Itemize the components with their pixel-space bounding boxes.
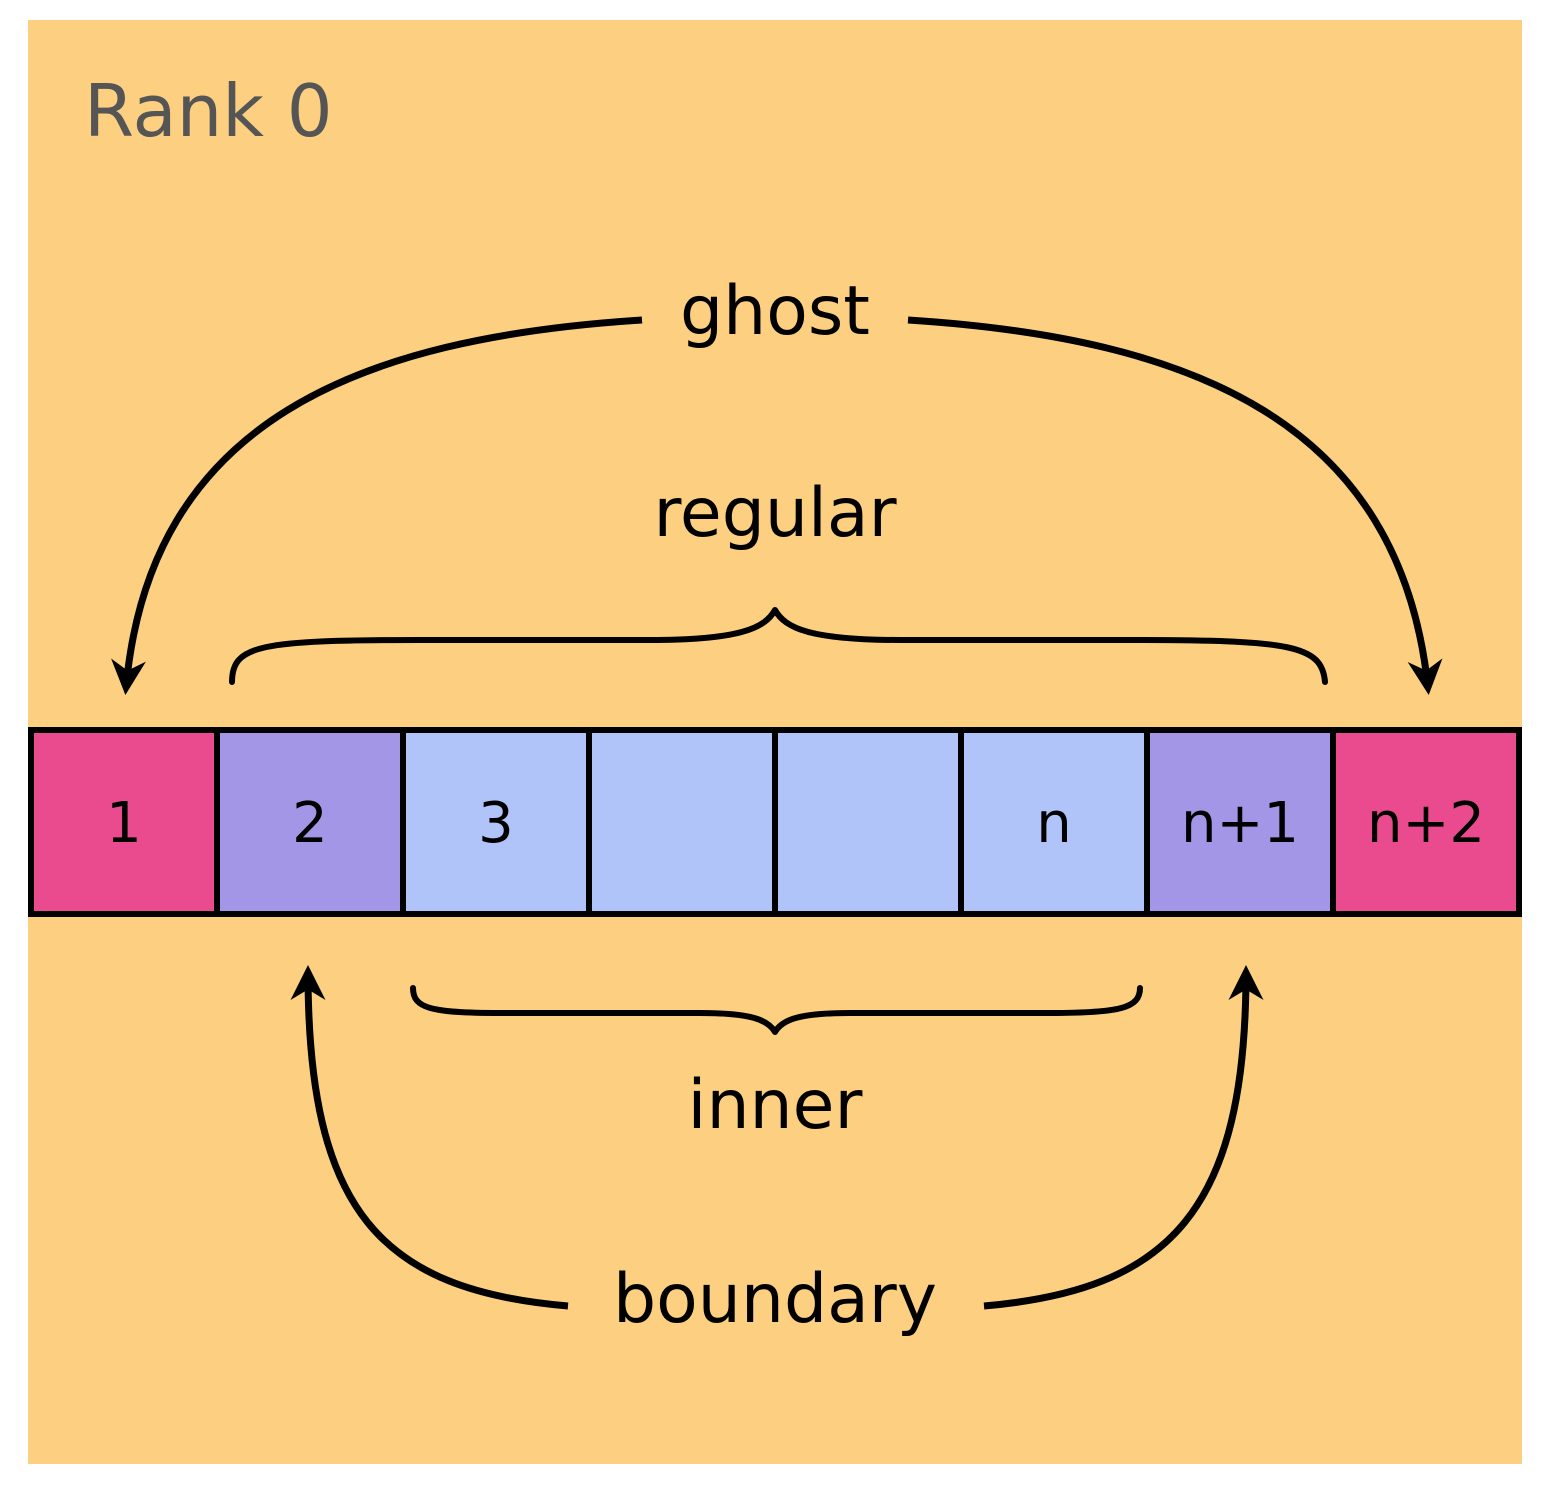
inner-label: inner	[688, 1066, 863, 1145]
boundary-label: boundary	[613, 1260, 937, 1339]
ghost-label: ghost	[680, 272, 870, 351]
boundary-cell	[1144, 727, 1336, 917]
cell-label: 3	[478, 791, 514, 856]
ghost-arrow-right	[907, 316, 1443, 695]
cell-label: 2	[292, 791, 328, 856]
rank-label: Rank 0	[84, 69, 333, 153]
cell-strip: 1 2 3 n n+1 n+2	[28, 727, 1522, 917]
regular-label: regular	[653, 474, 896, 553]
inner-cell	[958, 727, 1150, 917]
inner-cell	[586, 727, 778, 917]
boundary-arrow-right	[983, 965, 1264, 1310]
inner-cell	[772, 727, 964, 917]
cell-label: n	[1036, 791, 1072, 856]
cell-label: n+2	[1367, 791, 1485, 856]
cell-label: 1	[106, 791, 142, 856]
ghost-cell	[1330, 727, 1522, 917]
boundary-arrow-left	[290, 965, 569, 1310]
ghost-arrow-left	[111, 316, 643, 695]
regular-brace	[229, 607, 1328, 685]
inner-brace	[410, 985, 1143, 1035]
ghost-cell	[28, 727, 220, 917]
cell-label: n+1	[1181, 791, 1299, 856]
